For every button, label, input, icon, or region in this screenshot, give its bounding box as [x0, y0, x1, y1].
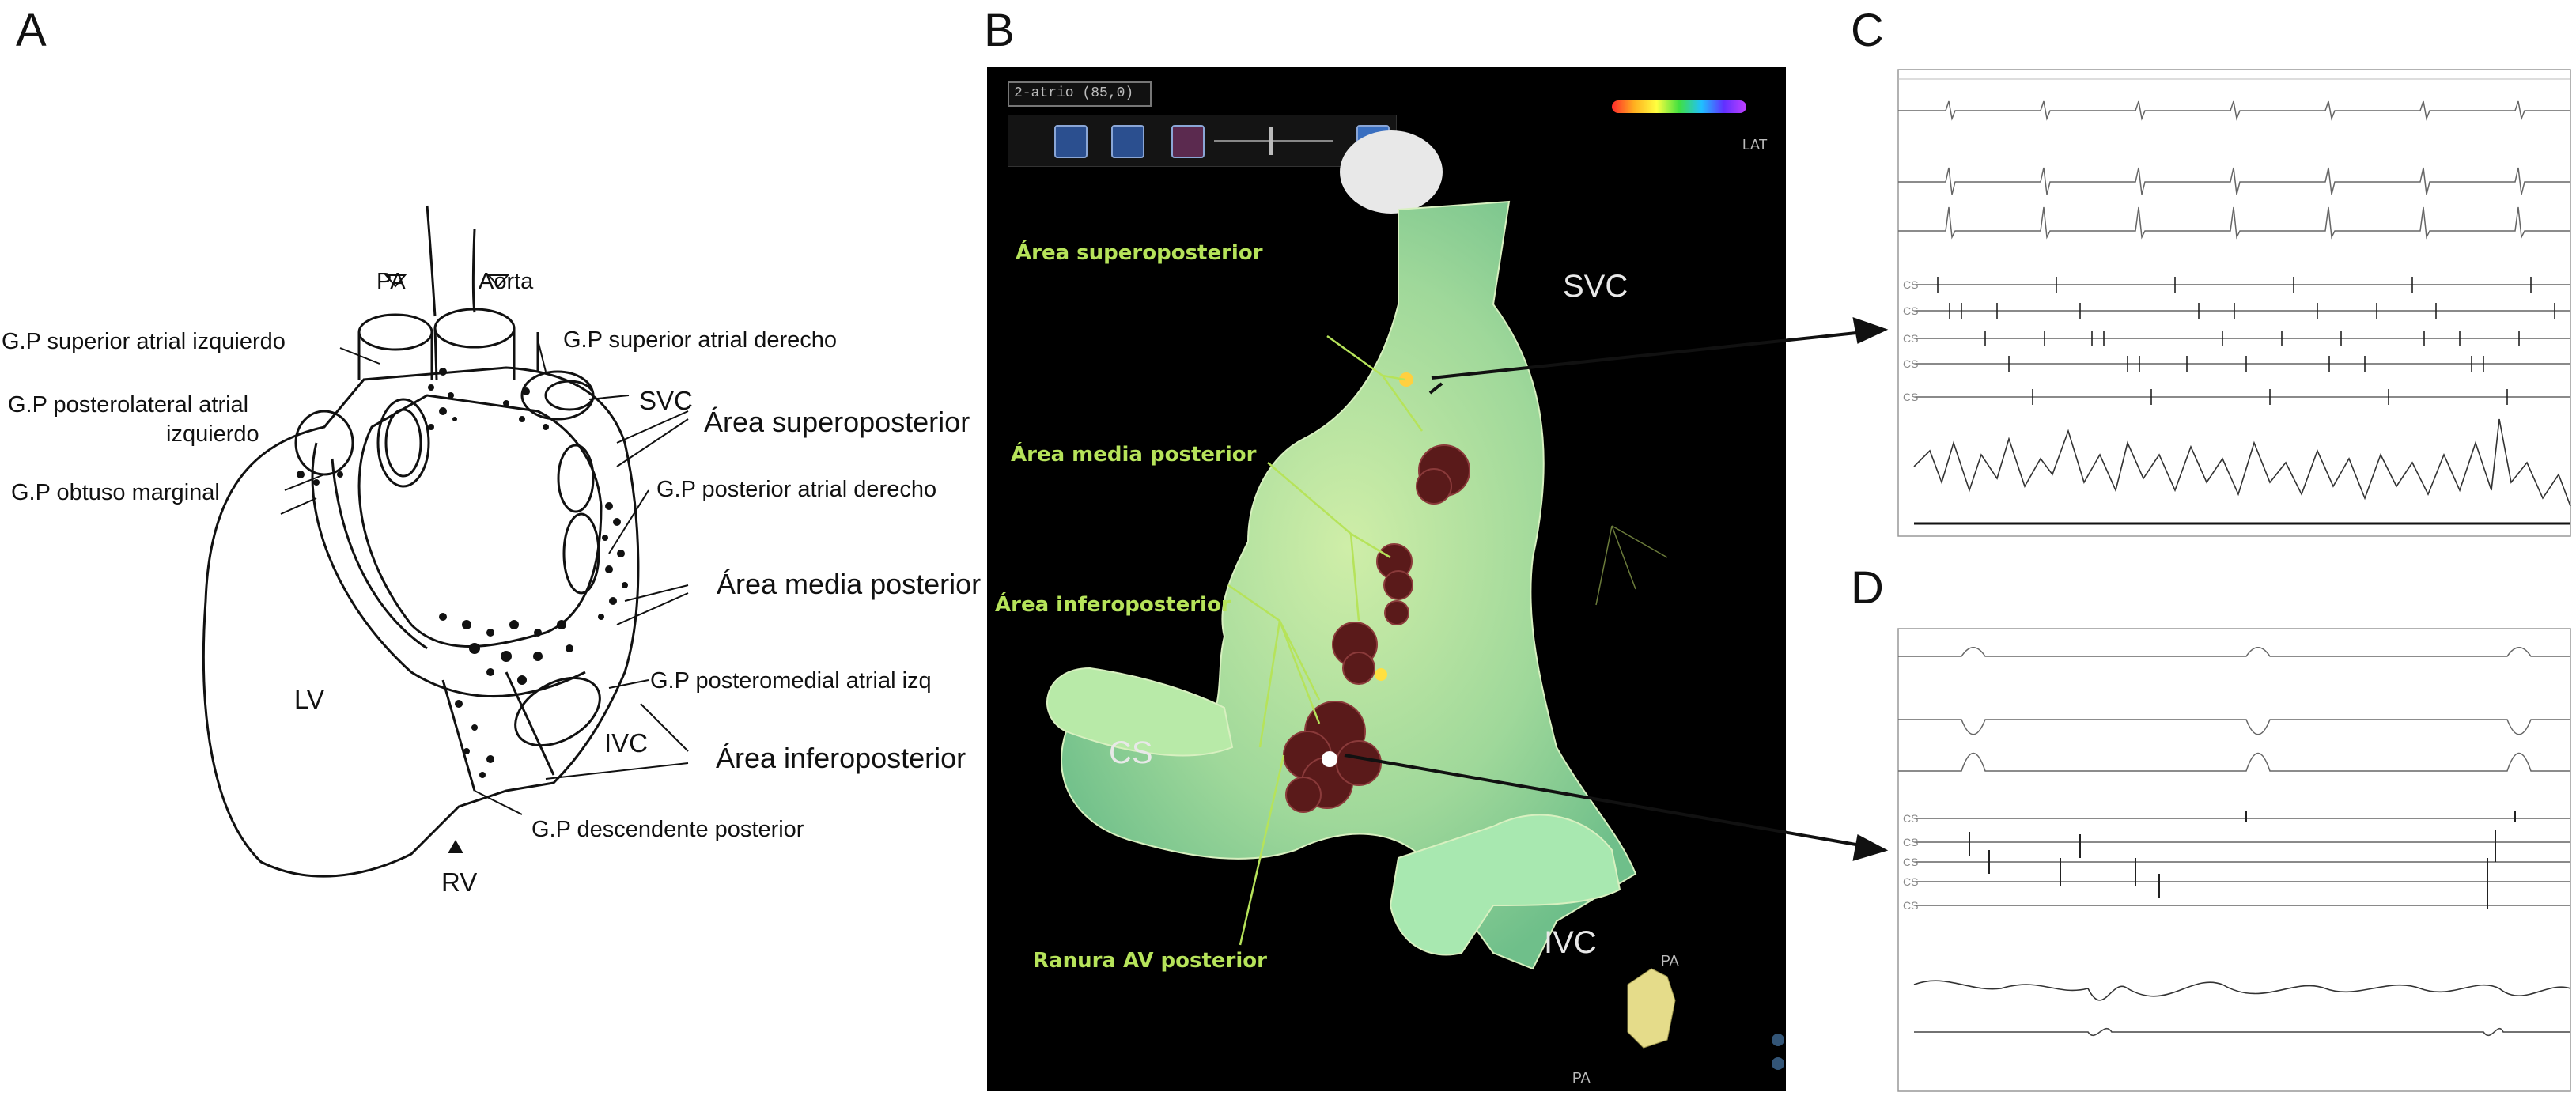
- label-pa-bottom: PA: [1572, 1070, 1591, 1086]
- heart-outline: [202, 366, 640, 878]
- panel-b: B 2-atrio (85,0) LAT: [981, 0, 1787, 1096]
- label-ranura-av: Ranura AV posterior: [1033, 949, 1267, 973]
- aorta-vessel: [433, 308, 516, 349]
- surface-ecg-c: [1898, 100, 2570, 240]
- label-area-media-b: Área media posterior: [1011, 443, 1257, 467]
- label-gp-posteromedial: G.P posteromedial atrial izq: [650, 668, 932, 694]
- cs-channels-c: [1914, 284, 2570, 398]
- svg-text:CS: CS: [1903, 391, 1918, 403]
- label-area-media-a: Área media posterior: [717, 568, 982, 600]
- label-gp-descendente: G.P descendente posterior: [531, 817, 804, 842]
- cs-channels-d: [1914, 818, 2570, 906]
- panel-letter-c: C: [1851, 5, 1884, 56]
- svg-text:CS: CS: [1903, 278, 1918, 291]
- label-area-inferoposterior-b: Área inferoposterior: [995, 593, 1231, 617]
- cs-spikes-c: [1937, 277, 2555, 405]
- atrium-outline: [357, 394, 603, 648]
- panel-a: A: [0, 0, 981, 1096]
- cs-spikes-d: [1969, 811, 2516, 909]
- label-gp-posterolateral-1: G.P posterolateral atrial: [8, 392, 249, 418]
- opacity-slider-thumb[interactable]: [1269, 127, 1273, 155]
- view-dropdown[interactable]: 2-atrio (85,0): [1008, 81, 1152, 107]
- toolbar-button-2[interactable]: [1111, 125, 1144, 158]
- label-area-superoposterior-b: Área superoposterior: [1016, 241, 1263, 265]
- label-area-inferoposterior-a: Área inferoposterior: [716, 742, 966, 774]
- panel-c: C CS CS CS CS CS: [1851, 0, 2576, 546]
- toolbar: [1008, 115, 1397, 167]
- pa-vessel: [357, 313, 433, 351]
- label-area-superoposterior-a: Área superoposterior: [704, 406, 970, 438]
- label-svc-b: SVC: [1563, 269, 1628, 304]
- svg-text:CS: CS: [1903, 899, 1918, 912]
- label-cs-b: CS: [1109, 735, 1153, 770]
- ablation-channel-d: [1913, 980, 2571, 1001]
- orientation-sphere: [1340, 130, 1443, 214]
- label-ivc-b: IVC: [1544, 925, 1597, 960]
- egm-tracing-d: CS CS CS CS CS: [1897, 628, 2571, 1092]
- svg-text:CS: CS: [1903, 357, 1918, 370]
- label-lv: LV: [294, 685, 324, 714]
- ablation-channel-c: [1913, 418, 2571, 507]
- label-svc-a: SVC: [639, 386, 693, 415]
- view-dropdown-label: 2-atrio (85,0): [1014, 85, 1134, 101]
- lat-colorbar: [1612, 100, 1746, 113]
- toolbar-button-1[interactable]: [1054, 125, 1088, 158]
- heart-drawing: [202, 205, 689, 878]
- svg-text:CS: CS: [1903, 332, 1918, 345]
- egm-tracing-c: CS CS CS CS CS: [1897, 69, 2571, 537]
- svg-text:CS: CS: [1903, 856, 1918, 868]
- label-pa-b: PA: [1661, 953, 1679, 969]
- svg-text:CS: CS: [1903, 812, 1918, 825]
- pa-orientation-icon: [1627, 968, 1676, 1049]
- label-pa: PA: [376, 269, 406, 294]
- panel-letter-b: B: [984, 5, 1015, 56]
- label-aorta: Aorta: [479, 269, 534, 294]
- toolbar-button-3[interactable]: [1171, 125, 1205, 158]
- label-gp-obtuso-marginal: G.P obtuso marginal: [11, 480, 220, 505]
- label-gp-superior-derecho: G.P superior atrial derecho: [563, 327, 838, 353]
- panel-d: D CS CS CS CS CS: [1851, 546, 2576, 1096]
- opacity-slider[interactable]: [1214, 140, 1333, 142]
- svg-text:CS: CS: [1903, 836, 1918, 848]
- lat-label: LAT: [1742, 137, 1768, 153]
- svg-text:CS: CS: [1903, 304, 1918, 317]
- label-gp-posterolateral-2: izquierdo: [166, 421, 259, 447]
- cs-tube: [1046, 667, 1234, 757]
- panel-letter-a: A: [16, 5, 47, 56]
- label-ivc-a: IVC: [604, 728, 649, 758]
- atrium-render: [1046, 200, 1784, 1070]
- svg-text:CS: CS: [1903, 875, 1918, 888]
- map-viewport[interactable]: 2-atrio (85,0) LAT: [987, 67, 1786, 1091]
- label-gp-posterior-derecho: G.P posterior atrial derecho: [656, 477, 937, 502]
- label-rv: RV: [441, 867, 478, 897]
- panel-letter-d: D: [1851, 562, 1884, 614]
- surface-ecg-d: [1898, 647, 2570, 772]
- label-gp-superior-izquierdo: G.P superior atrial izquierdo: [2, 329, 286, 354]
